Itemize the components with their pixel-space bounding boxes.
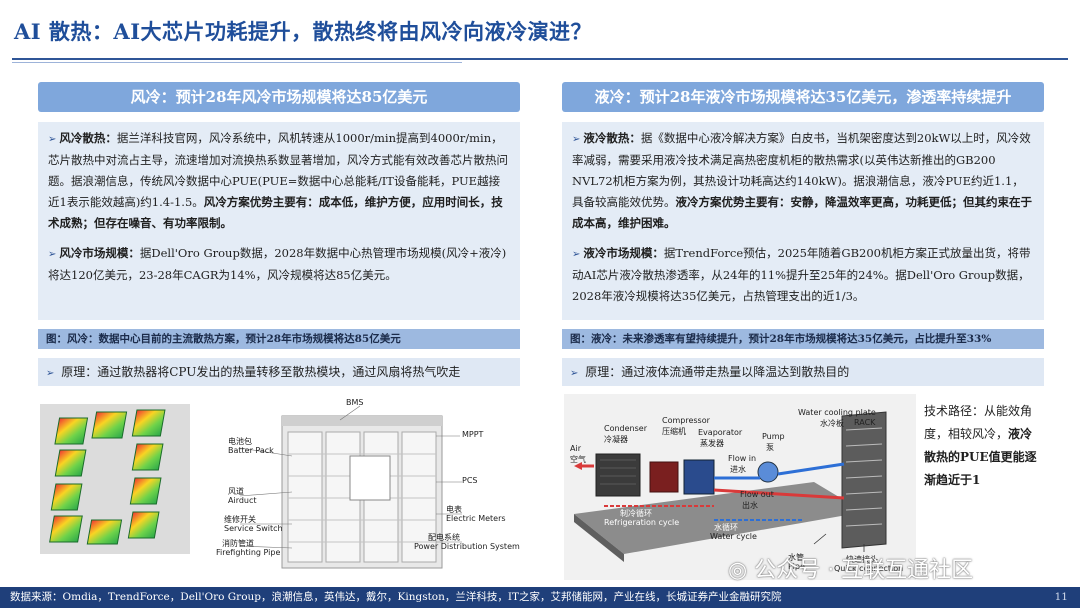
left-p2-label: 风冷市场规模：	[59, 246, 140, 260]
arrow-bullet-icon: ➢	[572, 249, 581, 260]
left-p1-bold: 风冷方案优势主要有：成本低，维护方便，应用时间长，技术成熟；但存在噪音、有功率限…	[48, 195, 503, 230]
left-caption: 图：风冷：数据中心目前的主流散热方案，预计28年市场规模将达85亿美元	[38, 329, 520, 349]
right-text-panel: ➢液冷散热：据《数据中心液冷解决方案》白皮书，当机架密度达到20kW以上时，风冷…	[562, 122, 1044, 320]
left-paragraph-market: ➢风冷市场规模：据Dell'Oro Group数据，2028年数据中心热管理市场…	[48, 243, 510, 286]
label-condenser-en: Condenser	[604, 424, 647, 433]
label-pds-cn: 配电系统	[428, 533, 460, 542]
title-divider-thin	[12, 62, 462, 63]
title-divider	[12, 58, 1068, 60]
tech-path-note: 技术路径：从能效角度，相较风冷，液冷散热的PUE值更能逐渐趋近于1	[924, 400, 1042, 492]
label-air-en: Air	[570, 444, 581, 453]
label-compressor-cn: 压缩机	[662, 427, 686, 436]
label-mppt: MPPT	[462, 430, 484, 439]
liquid-cooling-diagram: Condenser 冷凝器 Compressor 压缩机 Evaporator …	[564, 394, 916, 580]
label-meter-en: Electric Meters	[446, 514, 506, 523]
tech-path-plain: 技术路径：从能效角度，相较风冷，	[924, 404, 1033, 441]
label-fire-cn: 消防管道	[222, 539, 254, 548]
label-condenser-cn: 冷凝器	[604, 435, 628, 444]
left-column-header: 风冷：预计28年风冷市场规模将达85亿美元	[38, 82, 520, 112]
wechat-icon: ◎	[728, 558, 748, 583]
left-text-panel: ➢风冷散热：据兰洋科技官网，风冷系统中，风机转速从1000r/min提高到400…	[38, 122, 520, 320]
left-p2-text: 据Dell'Oro Group数据，2028年数据中心热管理市场规模(风冷+液冷…	[48, 246, 507, 282]
right-caption: 图：液冷：未来渗透率有望持续提升，预计28年市场规模将达35亿美元，占比提升至3…	[562, 329, 1044, 349]
label-flow-out-cn: 出水	[742, 501, 758, 510]
label-water-en: Water cycle	[710, 532, 757, 541]
thermal-heatmap-image	[40, 404, 190, 554]
label-airduct-en: Airduct	[228, 496, 257, 505]
label-evaporator-cn: 蒸发器	[700, 439, 724, 448]
label-fire-en: Firefighting Pipe	[216, 548, 281, 557]
page-title: AI 散热：AI大芯片功耗提升，散热终将由风冷向液冷演进？	[14, 19, 593, 44]
label-pipe-en: Pipe	[788, 562, 805, 571]
right-paragraph-market: ➢液冷市场规模：据TrendForce预估，2025年随着GB200机柜方案正式…	[572, 243, 1034, 307]
label-water-cn: 水循环	[714, 523, 738, 532]
heatmap-illustration	[40, 404, 190, 554]
right-principle-text: 原理：通过液体流通带走热量以降温达到散热目的	[585, 365, 850, 379]
label-flow-in-en: Flow in	[728, 454, 757, 463]
right-p1-label: 液冷散热：	[583, 131, 641, 145]
label-switch-en: Service Switch	[224, 524, 283, 533]
label-meter-cn: 电表	[446, 505, 462, 514]
label-battery-en: Batter Pack	[228, 446, 274, 455]
page-number: 11	[1054, 591, 1068, 603]
right-paragraph-liquid-cooling: ➢液冷散热：据《数据中心液冷解决方案》白皮书，当机架密度达到20kW以上时，风冷…	[572, 128, 1034, 234]
label-airduct-cn: 风道	[228, 487, 244, 496]
arrow-bullet-icon: ➢	[46, 368, 55, 379]
label-evaporator-en: Evaporator	[698, 428, 743, 437]
label-air-cn: 空气	[570, 455, 586, 464]
label-refrig-cn: 制冷循环	[620, 509, 652, 518]
label-pds-en: Power Distribution System	[414, 542, 520, 551]
label-quick-en: Quick connection	[834, 564, 904, 573]
left-p1-text: 据兰洋科技官网，风冷系统中，风机转速从1000r/min提高到4000r/min…	[48, 131, 508, 209]
label-refrig-en: Refrigeration cycle	[604, 518, 680, 527]
label-pipe-cn: 水管	[788, 553, 804, 562]
liquid-cooling-illustration	[574, 411, 887, 562]
arrow-bullet-icon: ➢	[48, 249, 57, 260]
left-paragraph-air-cooling: ➢风冷散热：据兰洋科技官网，风冷系统中，风机转速从1000r/min提高到400…	[48, 128, 510, 234]
footer-text: 数据来源：Omdia，TrendForce，Dell'Oro Group，浪潮信…	[10, 591, 782, 603]
footer-source: 数据来源：Omdia，TrendForce，Dell'Oro Group，浪潮信…	[0, 587, 1080, 608]
right-p1-bold: 液冷方案优势主要有：安静，降温效率更高，功耗更低；但其约束在于成本高，维护困难。	[572, 195, 1032, 230]
label-flow-out-en: Flow out	[740, 490, 774, 499]
label-switch-cn: 维修开关	[224, 515, 256, 524]
left-p1-label: 风冷散热：	[59, 131, 117, 145]
right-principle: ➢ 原理：通过液体流通带走热量以降温达到散热目的	[562, 358, 1044, 386]
label-plate-en: Water cooling plate	[798, 408, 876, 417]
cabinet-diagram: BMS 电池包 Batter Pack MPPT PCS 风道 Airduct …	[200, 396, 520, 576]
right-column-header: 液冷：预计28年液冷市场规模将达35亿美元，渗透率持续提升	[562, 82, 1044, 112]
right-p2-label: 液冷市场规模：	[583, 246, 664, 260]
left-principle: ➢ 原理：通过散热器将CPU发出的热量转移至散热模块，通过风扇将热气吹走	[38, 358, 520, 386]
label-pcs: PCS	[462, 476, 478, 485]
label-pump-cn: 泵	[766, 443, 774, 452]
label-compressor-en: Compressor	[662, 416, 710, 425]
label-plate-cn: 水冷板	[820, 419, 844, 428]
watermark-text: 公众号 · 互联互通社区	[754, 558, 974, 583]
arrow-bullet-icon: ➢	[572, 134, 581, 145]
watermark: ◎ 公众号 · 互联互通社区	[728, 552, 973, 584]
label-quick-cn: 快速接头	[846, 555, 878, 564]
label-rack: RACK	[854, 418, 876, 427]
right-p2-text: 据TrendForce预估，2025年随着GB200机柜方案正式放量出货，将带动…	[572, 246, 1031, 303]
right-p1-text: 据《数据中心液冷解决方案》白皮书，当机架密度达到20kW以上时，风冷效率减弱，需…	[572, 131, 1031, 209]
left-principle-text: 原理：通过散热器将CPU发出的热量转移至散热模块，通过风扇将热气吹走	[61, 365, 461, 379]
tech-path-bold: 液冷散热的PUE值更能逐渐趋近于1	[924, 427, 1037, 487]
arrow-bullet-icon: ➢	[48, 134, 57, 145]
label-flow-in-cn: 进水	[730, 465, 746, 474]
label-bms: BMS	[346, 398, 364, 407]
cabinet-illustration	[239, 405, 462, 569]
arrow-bullet-icon: ➢	[570, 368, 579, 379]
label-battery-cn: 电池包	[228, 437, 252, 446]
label-pump-en: Pump	[762, 432, 785, 441]
